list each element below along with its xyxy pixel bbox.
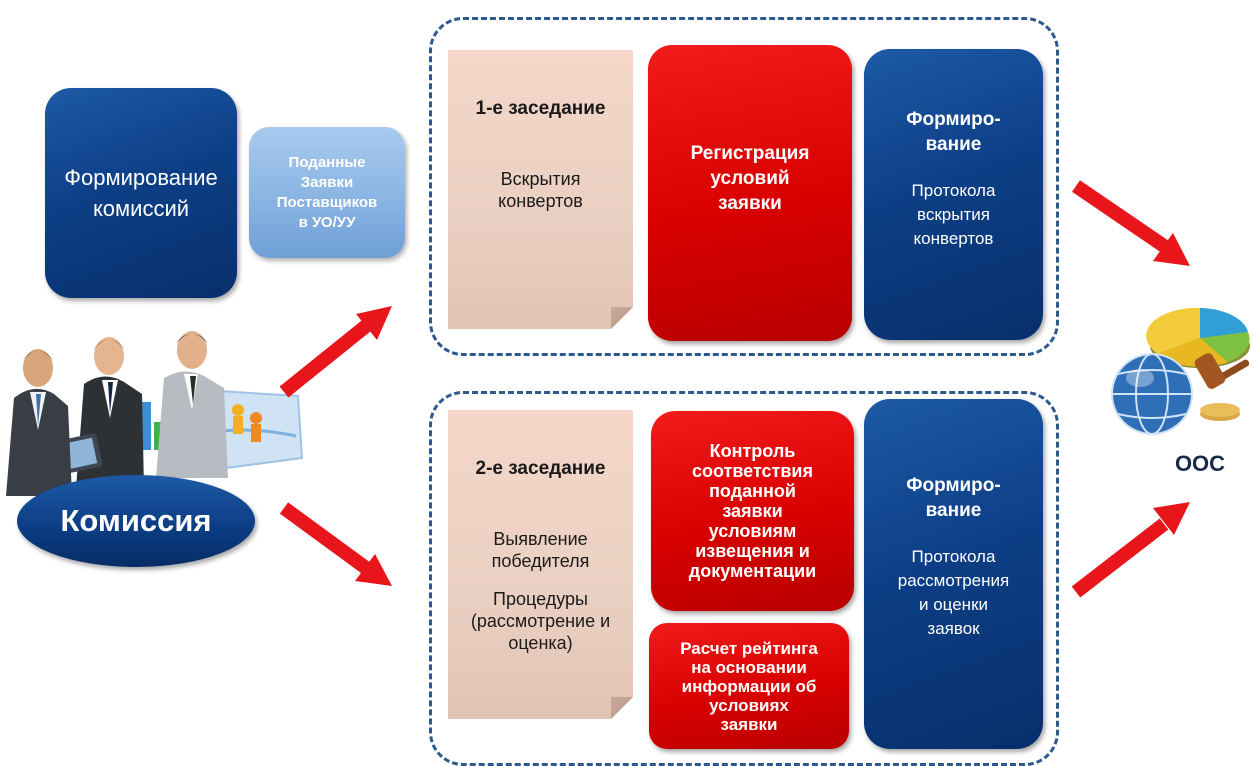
control-line-1: Контроль xyxy=(709,441,796,461)
session2-note-b-line-1: Процедуры xyxy=(493,589,588,609)
session2-control-box: Контроль соответствия поданной заявки ус… xyxy=(651,411,854,611)
formation-line-2: комиссий xyxy=(92,196,190,221)
gavel-icon xyxy=(1194,353,1250,421)
arrow-up-right-right xyxy=(1071,502,1190,598)
oos-icon-cluster xyxy=(1111,307,1250,435)
rating-line-5: заявки xyxy=(720,714,778,734)
submitted-line-3: Поставщиков xyxy=(276,193,378,211)
session2-protocol-line-4: заявок xyxy=(927,619,980,638)
session2-note-b-line-2: (рассмотрение и xyxy=(470,611,611,631)
session2-note: 2-е заседание Выявление победителя Проце… xyxy=(448,410,633,719)
control-line-7: документации xyxy=(688,561,817,581)
session1-note-line-2: конвертов xyxy=(498,191,583,211)
control-line-5: условиям xyxy=(708,521,797,541)
control-line-6: извещения и xyxy=(695,541,810,561)
submitted-line-1: Поданные xyxy=(288,153,366,171)
control-line-2: соответствия xyxy=(691,461,813,481)
session1-registration-box: Регистрация условий заявки xyxy=(648,45,852,341)
formation-commissions-box: Формирование комиссий xyxy=(45,88,237,298)
session2-note-a-line-2: победителя xyxy=(491,551,590,571)
session2-protocol-box: Формиро- вание Протокола рассмотрения и … xyxy=(864,399,1043,749)
rating-line-3: информации об xyxy=(681,676,817,696)
session1-formation-line-2: вание xyxy=(925,134,982,155)
session1-dashed-frame xyxy=(429,17,1059,356)
rating-line-1: Расчет рейтинга xyxy=(680,638,818,658)
rating-line-4: условиях xyxy=(709,695,789,715)
control-line-4: заявки xyxy=(722,501,783,521)
session1-protocol-line-3: конвертов xyxy=(913,229,994,248)
submitted-applications-box: Поданные Заявки Поставщиков в УО/УУ xyxy=(249,127,405,258)
oos-label: ООС xyxy=(1174,451,1226,476)
session2-note-a-line-1: Выявление xyxy=(493,529,588,549)
session2-protocol-line-1: Протокола xyxy=(911,547,996,566)
formation-line-1: Формирование xyxy=(64,165,218,190)
registration-line-3: заявки xyxy=(718,192,782,214)
rating-line-2: на основании xyxy=(691,657,807,677)
pie-chart-icon xyxy=(1146,307,1250,368)
arrow-down-right-right xyxy=(1072,180,1190,266)
session1-note-line-1: Вскрытия xyxy=(500,169,581,189)
commission-ellipse: Комиссия xyxy=(17,475,255,567)
session1-protocol-line-1: Протокола xyxy=(911,181,996,200)
commission-people-illustration xyxy=(6,331,304,496)
session2-title: 2-е заседание xyxy=(475,458,606,479)
submitted-line-2: Заявки xyxy=(300,173,354,191)
session1-title: 1-е заседание xyxy=(475,98,606,119)
registration-line-2: условий xyxy=(710,167,790,189)
submitted-line-4: в УО/УУ xyxy=(298,213,356,231)
arrow-up-right-left xyxy=(279,306,392,398)
session1-protocol-line-2: вскрытия xyxy=(917,205,990,224)
control-line-3: поданной xyxy=(709,481,796,501)
registration-line-1: Регистрация xyxy=(690,142,810,164)
session1-note: 1-е заседание Вскрытия конвертов xyxy=(448,50,633,329)
session2-protocol-line-2: рассмотрения xyxy=(897,571,1010,590)
arrow-down-right-left xyxy=(279,502,392,586)
session2-protocol-line-3: и оценки xyxy=(919,595,988,614)
session2-note-b-line-3: оценка) xyxy=(508,633,573,653)
session2-formation-line-1: Формиро- xyxy=(906,475,1001,496)
globe-icon xyxy=(1111,353,1193,435)
session2-rating-box: Расчет рейтинга на основании информации … xyxy=(649,623,849,749)
session2-formation-line-2: вание xyxy=(925,500,982,521)
session1-formation-line-1: Формиро- xyxy=(906,109,1001,130)
session1-protocol-box: Формиро- вание Протокола вскрытия конвер… xyxy=(864,49,1043,340)
commission-label: Комиссия xyxy=(60,503,212,538)
